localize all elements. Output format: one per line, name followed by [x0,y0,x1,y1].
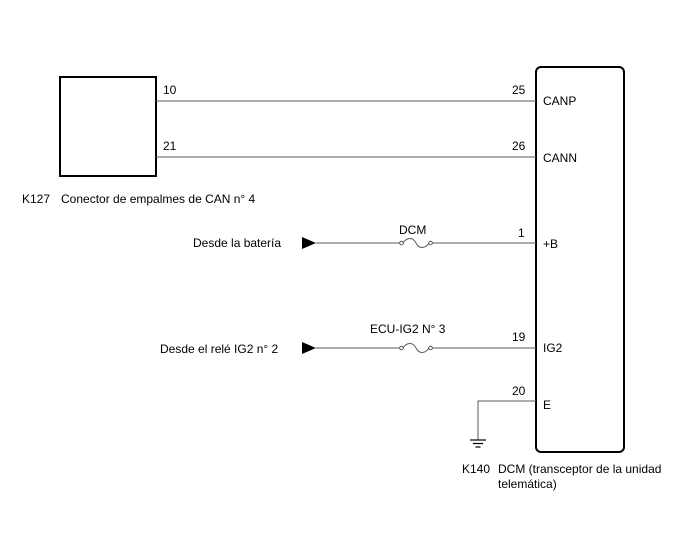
relay-arrow-icon [302,342,316,354]
dcm-pin-20: 20 [512,384,526,398]
dcm-pin-26: 26 [512,139,526,153]
ground-wire [477,400,536,440]
k140-id: K140 [462,462,490,476]
fuse-dcm-label: DCM [399,223,426,237]
dcm-pin-e-label: E [543,398,551,412]
dcm-pin-canp-label: CANP [543,94,576,108]
ecu-ig2-fuse-icon [399,343,433,353]
dcm-pin-cann-label: CANN [543,151,577,165]
dcm-pin-ig2-label: IG2 [543,341,563,355]
battery-arrow-icon [302,237,316,249]
k127-connector-box [59,76,157,177]
k140-name-line1: DCM (transceptor de la unidad [498,462,661,476]
dcm-pin-plusb-label: +B [543,237,558,251]
relay-source-label: Desde el relé IG2 n° 2 [160,342,279,356]
k140-name-line2: telemática) [498,477,557,491]
dcm-pin-19: 19 [512,330,526,344]
k127-pin-21: 21 [163,139,177,153]
dcm-pin-1: 1 [518,226,525,240]
battery-source-label: Desde la batería [193,236,281,250]
k127-pin-10: 10 [163,83,177,97]
fuse-ecu-ig2-label: ECU-IG2 N° 3 [370,322,446,336]
dcm-fuse-icon [399,238,433,248]
k127-id: K127 [22,192,50,206]
k127-name: Conector de empalmes de CAN n° 4 [61,192,256,206]
ground-icon [470,439,486,448]
dcm-pin-25: 25 [512,83,526,97]
k140-dcm-box [535,66,625,453]
